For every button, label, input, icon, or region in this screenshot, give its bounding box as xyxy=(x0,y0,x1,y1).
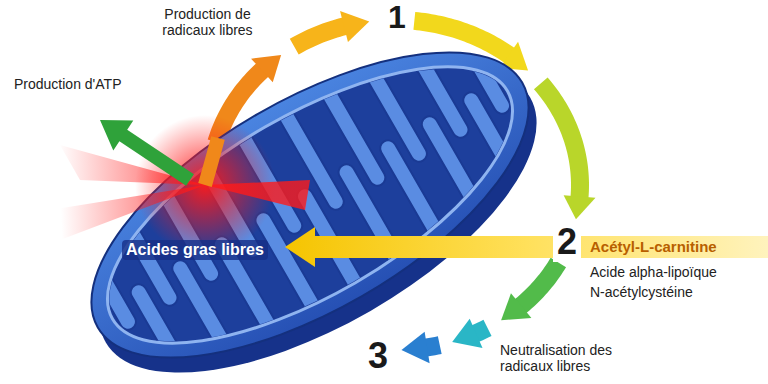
crista xyxy=(440,6,513,116)
input-arrow xyxy=(285,227,768,267)
cycle-arrow xyxy=(414,21,510,56)
crista xyxy=(399,30,472,140)
outer-membrane xyxy=(45,0,574,384)
callout-number: 2 xyxy=(553,222,581,262)
arrow-head xyxy=(452,319,482,348)
note-label: Neutralisation des radicaux libres xyxy=(500,342,640,374)
note-label: Production d'ATP xyxy=(14,76,121,92)
crista xyxy=(66,222,139,332)
crista xyxy=(357,54,430,164)
cycle-arrow xyxy=(520,262,558,306)
atp-arrow xyxy=(100,120,194,186)
cycle-arrow xyxy=(475,328,488,334)
burst-ray xyxy=(50,185,205,240)
arrow-head xyxy=(564,195,596,219)
mitochondrion: Acides gras libres xyxy=(60,30,560,384)
compound-label: N-acétylcystéine xyxy=(590,284,693,300)
burst-ray xyxy=(205,180,310,210)
mitochondrion-shape xyxy=(60,30,560,384)
callout-number: 1 xyxy=(384,0,410,35)
compound-label: Acétyl-L-carnitine xyxy=(590,238,717,255)
cycle-arrow xyxy=(426,345,440,348)
cycle-arrow xyxy=(205,138,218,185)
compound-label: Acide alpha-lipoïque xyxy=(590,264,717,280)
note-label: Production de radicaux libres xyxy=(145,6,270,38)
arrow-head xyxy=(340,11,369,42)
callout-number: 3 xyxy=(364,336,392,376)
node-label: Acides gras libres xyxy=(122,240,268,260)
cycle-arrow xyxy=(294,26,345,47)
arrow-head xyxy=(401,332,429,364)
cycle-arrow xyxy=(541,83,580,198)
arrow-head xyxy=(251,55,281,82)
arrow-head xyxy=(501,293,531,320)
